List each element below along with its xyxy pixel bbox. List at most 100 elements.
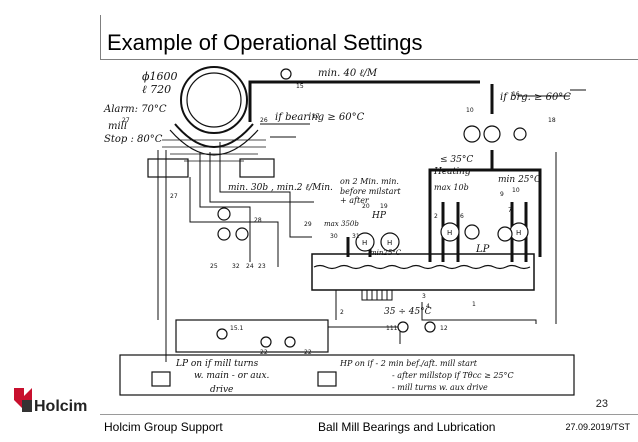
svg-text:min. 30b , min.2 ℓ/Min.: min. 30b , min.2 ℓ/Min.: [228, 183, 333, 193]
bearing-sump-left: [147, 158, 189, 178]
title-rule-horizontal: [100, 59, 638, 60]
svg-text:if bearing ≥ 60°C: if bearing ≥ 60°C: [275, 112, 365, 123]
svg-text:ϕ1600: ϕ1600: [142, 70, 178, 83]
svg-text:H: H: [447, 229, 452, 237]
filter-gauge-right: [483, 125, 501, 143]
svg-text:23: 23: [258, 263, 266, 270]
svg-text:min 25°C: min 25°C: [498, 175, 541, 185]
lp-supply-line: [492, 168, 542, 257]
svg-text:111: 111: [386, 325, 398, 332]
holcim-logo-text: Holcim: [34, 398, 88, 415]
gauge-22-right: [284, 336, 296, 348]
motor-box-left: [151, 371, 171, 387]
mill-trunnion-inner: [186, 72, 242, 128]
svg-text:HP: HP: [371, 211, 387, 221]
tank-heater: [361, 289, 393, 301]
electrical-panel-box: [175, 319, 329, 353]
control-notes-box: [119, 354, 575, 396]
svg-text:min25°C: min25°C: [370, 249, 402, 257]
svg-text:9: 9: [500, 191, 504, 198]
filter-loop: [428, 150, 494, 262]
bearing-sump-right: [239, 158, 275, 178]
svg-text:20: 20: [362, 203, 370, 210]
svg-text:3: 3: [422, 293, 426, 300]
svg-text:18: 18: [548, 117, 556, 124]
svg-text:if brg. ≥ 60°C: if brg. ≥ 60°C: [500, 92, 571, 103]
temp-gauge-right: [513, 127, 527, 141]
svg-text:16: 16: [512, 91, 520, 98]
svg-text:15: 15: [296, 83, 304, 90]
svg-text:2: 2: [434, 213, 438, 220]
svg-text:2: 2: [340, 309, 344, 316]
footer-center: Ball Mill Bearings and Lubrication: [318, 420, 496, 434]
footer-right: 27.09.2019/TST: [565, 422, 630, 432]
svg-text:10: 10: [466, 107, 474, 114]
svg-text:≤ 35°C: ≤ 35°C: [440, 155, 473, 165]
hp-pump-2: [380, 232, 400, 252]
svg-text:7: 7: [508, 207, 512, 214]
svg-text:28: 28: [254, 217, 262, 224]
svg-text:30: 30: [330, 233, 338, 240]
svg-text:25: 25: [210, 263, 218, 270]
svg-text:min. 40 ℓ/M: min. 40 ℓ/M: [318, 68, 378, 79]
svg-text:drive: drive: [210, 385, 233, 395]
svg-text:on 2 Min. min.: on 2 Min. min.: [340, 177, 399, 186]
svg-text:LP: LP: [475, 244, 490, 255]
gauge-15-1: [216, 328, 228, 340]
hp-pump-1: [355, 232, 375, 252]
svg-text:H: H: [387, 239, 392, 247]
title-rule-vertical: [100, 15, 101, 59]
svg-text:22: 22: [260, 349, 268, 356]
lubrication-schematic: H H H H ϕ1600 ℓ 720 Alarm: 70°C mill Stop …: [103, 66, 586, 396]
svg-text:4: 4: [426, 303, 430, 310]
svg-text:15.1: 15.1: [230, 325, 244, 332]
bearing-housing: [162, 139, 266, 162]
lp-gauge-1: [464, 224, 480, 240]
footer-left: Holcim Group Support: [104, 420, 223, 434]
svg-text:HP on if - 2 min bef./aft. mil: HP on if - 2 min bef./aft. mill start: [339, 359, 478, 368]
svg-text:19: 19: [380, 203, 388, 210]
svg-text:17: 17: [312, 113, 320, 120]
svg-text:29: 29: [304, 221, 312, 228]
svg-text:w. main - or aux.: w. main - or aux.: [194, 371, 270, 381]
gauge-111: [397, 321, 409, 333]
mill-trunnion-outer: [180, 66, 248, 134]
svg-text:27: 27: [122, 117, 130, 124]
svg-text:26: 26: [260, 117, 268, 124]
page-number: 23: [595, 398, 608, 410]
footer-rule: [100, 414, 638, 415]
svg-text:H: H: [516, 229, 521, 237]
svg-text:+ after: + after: [340, 196, 370, 205]
main-oil-tank: [311, 253, 535, 291]
holcim-logo-icon: [14, 388, 32, 412]
motor-box-mid: [317, 371, 337, 387]
lp-gauge-2: [497, 226, 513, 242]
svg-text:1: 1: [472, 301, 476, 308]
slide-title: Example of Operational Settings: [107, 30, 423, 55]
svg-text:- after millstop if Tθcc ≥ 25°: - after millstop if Tθcc ≥ 25°C: [392, 371, 514, 380]
svg-text:max 10b: max 10b: [434, 183, 469, 192]
svg-text:before milstart: before milstart: [340, 187, 401, 196]
lp-pump-1: [440, 222, 460, 242]
svg-text:H: H: [362, 239, 367, 247]
svg-text:max 350b: max 350b: [324, 220, 359, 228]
svg-text:24: 24: [246, 263, 254, 270]
supply-line-top: [248, 80, 480, 122]
gauge-12: [424, 321, 436, 333]
svg-text:22: 22: [304, 349, 312, 356]
svg-text:10: 10: [512, 187, 520, 194]
top-pressure-gauge: [280, 68, 292, 80]
svg-text:32: 32: [232, 263, 240, 270]
svg-text:mill: mill: [108, 121, 127, 132]
svg-text:Heating: Heating: [433, 167, 471, 177]
heat-exchanger: [463, 125, 481, 143]
svg-text:Alarm: 70°C: Alarm: 70°C: [103, 104, 167, 115]
svg-text:Stop : 80°C: Stop : 80°C: [104, 134, 163, 145]
svg-text:ℓ 720: ℓ 720: [142, 83, 171, 96]
gauge-22-left: [260, 336, 272, 348]
svg-text:LP on if mill turns: LP on if mill turns: [175, 359, 259, 369]
svg-text:35 ÷ 45°C: 35 ÷ 45°C: [384, 307, 432, 317]
svg-text:- mill turns w. aux drive: - mill turns w. aux drive: [392, 383, 488, 392]
svg-text:27: 27: [170, 193, 178, 200]
svg-text:12: 12: [440, 325, 448, 332]
